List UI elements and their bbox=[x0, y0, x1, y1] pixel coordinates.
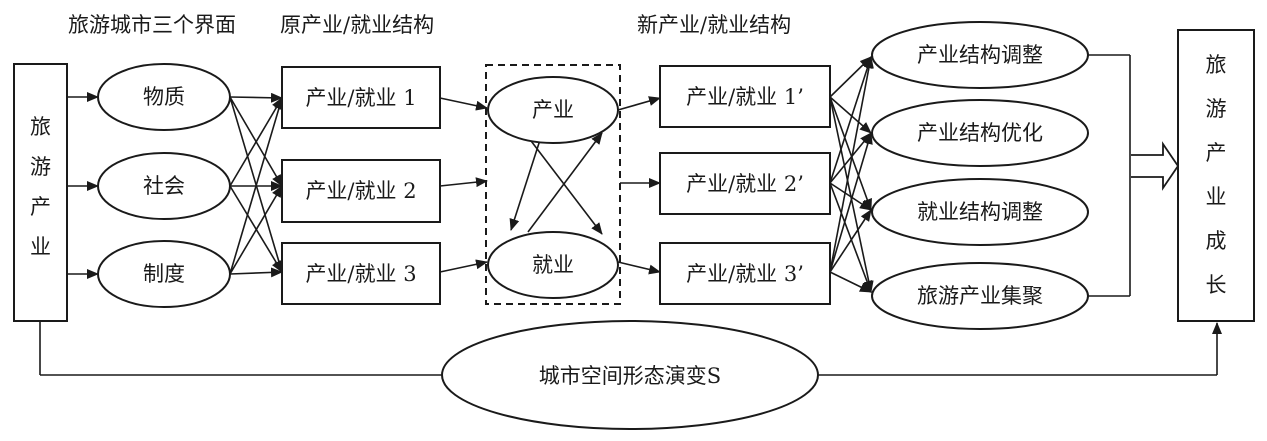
interface-label-material: 物质 bbox=[143, 85, 185, 109]
outcome-ellipse-structure-adjustment: 产业结构调整 bbox=[871, 21, 1089, 89]
interface-ellipse-material: 物质 bbox=[97, 63, 231, 131]
outcome-label-structure-optimization: 产业结构优化 bbox=[917, 121, 1043, 145]
new-structure-label-1: 产业/就业 1’ bbox=[686, 85, 804, 109]
header-new-structure: 新产业/就业结构 bbox=[637, 13, 791, 37]
left-box-char-3: 产 bbox=[30, 195, 51, 219]
center-label-employment: 就业 bbox=[532, 253, 574, 277]
outcome-ellipse-industry-agglomeration: 旅游产业集聚 bbox=[871, 262, 1089, 330]
connectors bbox=[39, 54, 1222, 376]
header-interfaces: 旅游城市三个界面 bbox=[68, 13, 236, 37]
right-box-char-3: 产 bbox=[1206, 141, 1227, 165]
new-structure-label-2: 产业/就业 2’ bbox=[686, 172, 804, 196]
new-structure-label-3: 产业/就业 3’ bbox=[686, 262, 804, 286]
center-dashed-frame bbox=[485, 64, 621, 305]
center-ellipse-industry: 产业 bbox=[487, 76, 619, 144]
right-box-char-1: 旅 bbox=[1206, 53, 1227, 77]
center-ellipse-employment: 就业 bbox=[487, 231, 619, 299]
interface-label-social: 社会 bbox=[143, 174, 185, 198]
center-label-industry: 产业 bbox=[532, 98, 574, 122]
new-structure-box-1: 产业/就业 1’ bbox=[659, 65, 831, 128]
right-box-tourism-growth: 旅 游 产 业 成 长 bbox=[1177, 29, 1255, 322]
outcome-label-employment-adjustment: 就业结构调整 bbox=[917, 200, 1043, 224]
right-box-char-5: 成 bbox=[1206, 229, 1227, 253]
original-structure-box-3: 产业/就业 3 bbox=[281, 242, 441, 305]
left-box-char-1: 旅 bbox=[30, 115, 51, 139]
bottom-ellipse-label: 城市空间形态演变S bbox=[539, 364, 721, 388]
original-structure-label-1: 产业/就业 1 bbox=[305, 86, 416, 110]
original-structure-label-2: 产业/就业 2 bbox=[305, 179, 416, 203]
right-box-char-4: 业 bbox=[1206, 185, 1227, 209]
original-structure-label-3: 产业/就业 3 bbox=[305, 262, 416, 286]
interface-ellipse-institution: 制度 bbox=[97, 240, 231, 308]
outcome-label-structure-adjustment: 产业结构调整 bbox=[917, 43, 1043, 67]
new-structure-box-3: 产业/就业 3’ bbox=[659, 242, 831, 305]
header-original-structure: 原产业/就业结构 bbox=[280, 13, 434, 37]
outcome-ellipse-structure-optimization: 产业结构优化 bbox=[871, 99, 1089, 167]
left-box-tourism-industry: 旅 游 产 业 bbox=[13, 63, 68, 322]
new-structure-box-2: 产业/就业 2’ bbox=[659, 152, 831, 215]
left-box-char-2: 游 bbox=[30, 155, 51, 179]
outcome-label-industry-agglomeration: 旅游产业集聚 bbox=[917, 284, 1043, 308]
original-structure-box-1: 产业/就业 1 bbox=[281, 66, 441, 129]
double-arrow-icon bbox=[1131, 141, 1180, 191]
bottom-ellipse-urban-form: 城市空间形态演变S bbox=[441, 320, 819, 430]
right-box-char-2: 游 bbox=[1206, 97, 1227, 121]
left-box-char-4: 业 bbox=[30, 235, 51, 259]
interface-label-institution: 制度 bbox=[143, 262, 185, 286]
right-box-char-6: 长 bbox=[1206, 273, 1227, 297]
interface-ellipse-social: 社会 bbox=[97, 152, 231, 220]
original-structure-box-2: 产业/就业 2 bbox=[281, 159, 441, 223]
outcome-ellipse-employment-adjustment: 就业结构调整 bbox=[871, 178, 1089, 246]
